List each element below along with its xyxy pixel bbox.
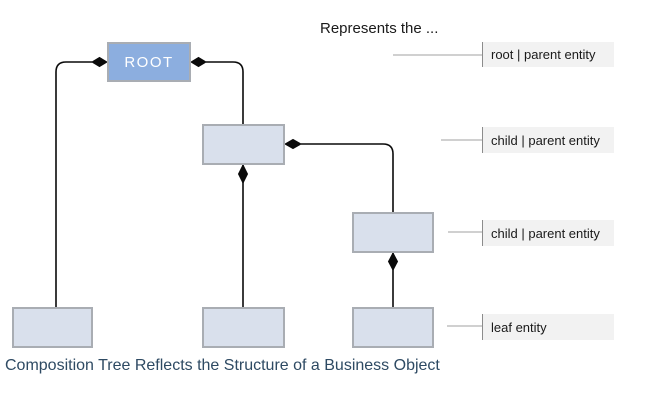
root-entity-label: ROOT <box>124 53 174 71</box>
annotation-child-parent-entity-1: child | parent entity <box>482 127 614 153</box>
connector-child-to-child <box>301 143 394 212</box>
annotation-leaf-entity: leaf entity <box>482 314 614 340</box>
annotation-child-parent-entity-2: child | parent entity <box>482 220 614 246</box>
root-entity-box[interactable]: ROOT <box>107 42 191 82</box>
leaf-entity-box-3[interactable] <box>352 307 434 348</box>
connector-root-to-left-leaf <box>55 61 92 307</box>
composition-diamond-icon <box>387 251 399 272</box>
composition-diamond-icon <box>190 56 207 68</box>
diagram-heading: Represents the ... <box>320 20 439 37</box>
annotation-label: child | parent entity <box>491 132 600 148</box>
composition-diamond-icon <box>237 163 249 185</box>
annotation-label: child | parent entity <box>491 225 600 241</box>
diagram-caption: Composition Tree Reflects the Structure … <box>5 357 440 374</box>
child-entity-box-1[interactable] <box>202 124 285 165</box>
composition-diamond-icon <box>283 138 303 150</box>
connector-root-to-child <box>206 61 244 124</box>
annotation-label: leaf entity <box>491 319 547 335</box>
annotation-root-parent-entity: root | parent entity <box>482 42 614 67</box>
annotation-label: root | parent entity <box>491 47 596 62</box>
leaf-entity-box-1[interactable] <box>12 307 93 348</box>
composition-diamond-icon <box>91 56 108 68</box>
leaf-entity-box-2[interactable] <box>202 307 285 348</box>
child-entity-box-2[interactable] <box>352 212 434 253</box>
